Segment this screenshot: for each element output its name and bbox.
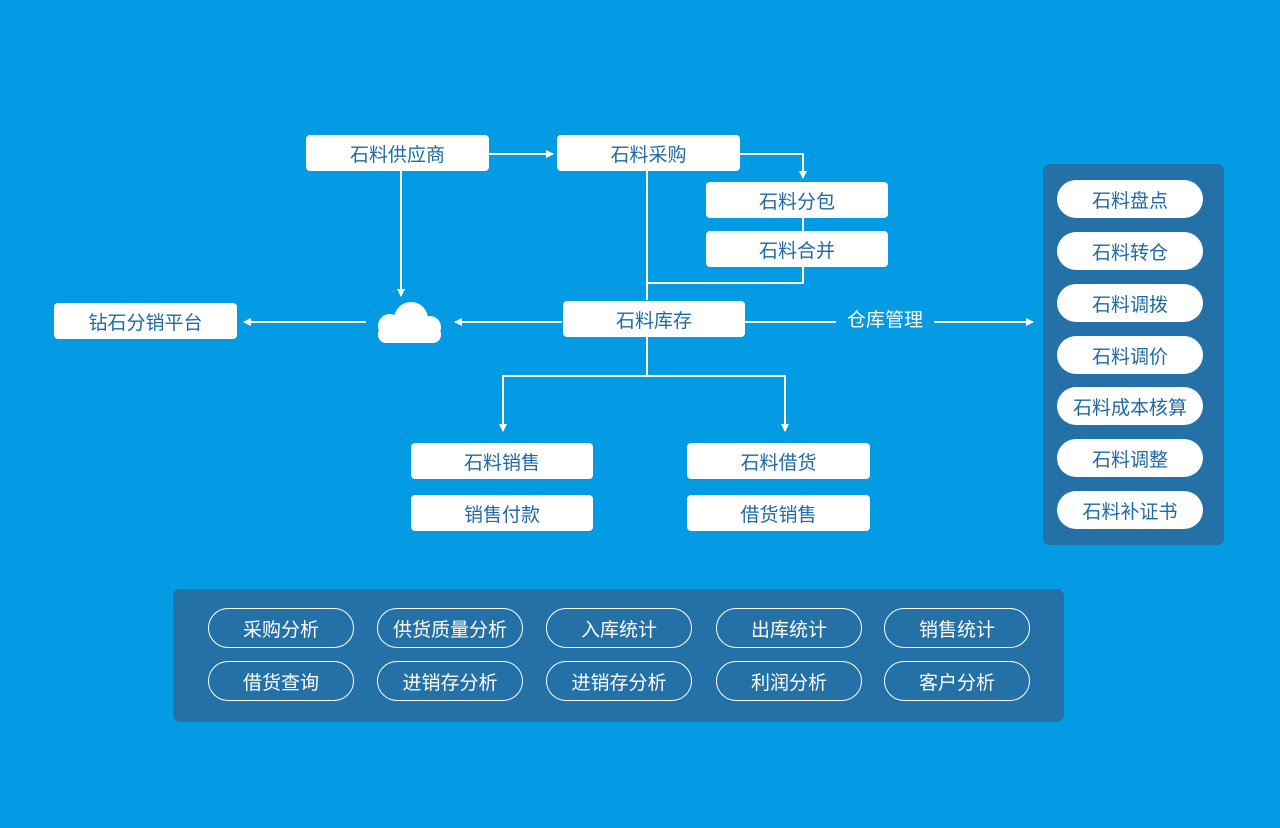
analysis-item-customer: 客户分析 — [884, 661, 1030, 701]
node-purchase: 石料采购 — [557, 135, 740, 171]
analysis-item-inventory-flow-2: 进销存分析 — [546, 661, 692, 701]
arrow-purchase-to-subpack — [740, 153, 807, 179]
node-merge: 石料合并 — [706, 231, 888, 267]
warehouse-item-allocate: 石料调拨 — [1057, 284, 1203, 322]
node-inventory: 石料库存 — [563, 301, 745, 337]
warehouse-item-cost-accounting: 石料成本核算 — [1057, 387, 1203, 425]
analysis-item-supply-quality: 供货质量分析 — [377, 608, 523, 648]
warehouse-item-price-adjust: 石料调价 — [1057, 336, 1203, 374]
analysis-item-outbound-stats: 出库统计 — [716, 608, 862, 648]
analysis-item-inbound-stats: 入库统计 — [546, 608, 692, 648]
warehouse-management-label: 仓库管理 — [836, 306, 934, 334]
analysis-item-purchase: 采购分析 — [208, 608, 354, 648]
warehouse-panel: 石料盘点 石料转仓 石料调拨 石料调价 石料成本核算 石料调整 石料补证书 — [1043, 164, 1224, 545]
warehouse-item-certificate: 石料补证书 — [1057, 491, 1203, 529]
analysis-panel: 采购分析 供货质量分析 入库统计 出库统计 销售统计 借货查询 进销存分析 进销… — [173, 589, 1064, 722]
node-supplier: 石料供应商 — [306, 135, 489, 171]
analysis-item-inventory-flow-1: 进销存分析 — [377, 661, 523, 701]
analysis-item-sales-stats: 销售统计 — [884, 608, 1030, 648]
warehouse-item-adjustment: 石料调整 — [1057, 439, 1203, 477]
line-merge-to-inventory — [647, 266, 804, 284]
node-subpack: 石料分包 — [706, 182, 888, 218]
node-loan: 石料借货 — [687, 443, 870, 479]
arrow-inventory-to-sales — [499, 375, 647, 432]
warehouse-item-stocktake: 石料盘点 — [1057, 180, 1203, 218]
node-sales: 石料销售 — [411, 443, 593, 479]
cloud-icon — [378, 302, 441, 343]
analysis-item-profit: 利润分析 — [716, 661, 862, 701]
node-sales-payment: 销售付款 — [411, 495, 593, 531]
analysis-item-loan-query: 借货查询 — [208, 661, 354, 701]
arrow-inventory-to-loan — [647, 375, 789, 432]
node-loan-sales: 借货销售 — [687, 495, 870, 531]
node-platform: 钻石分销平台 — [54, 303, 237, 339]
warehouse-item-transfer-warehouse: 石料转仓 — [1057, 232, 1203, 270]
